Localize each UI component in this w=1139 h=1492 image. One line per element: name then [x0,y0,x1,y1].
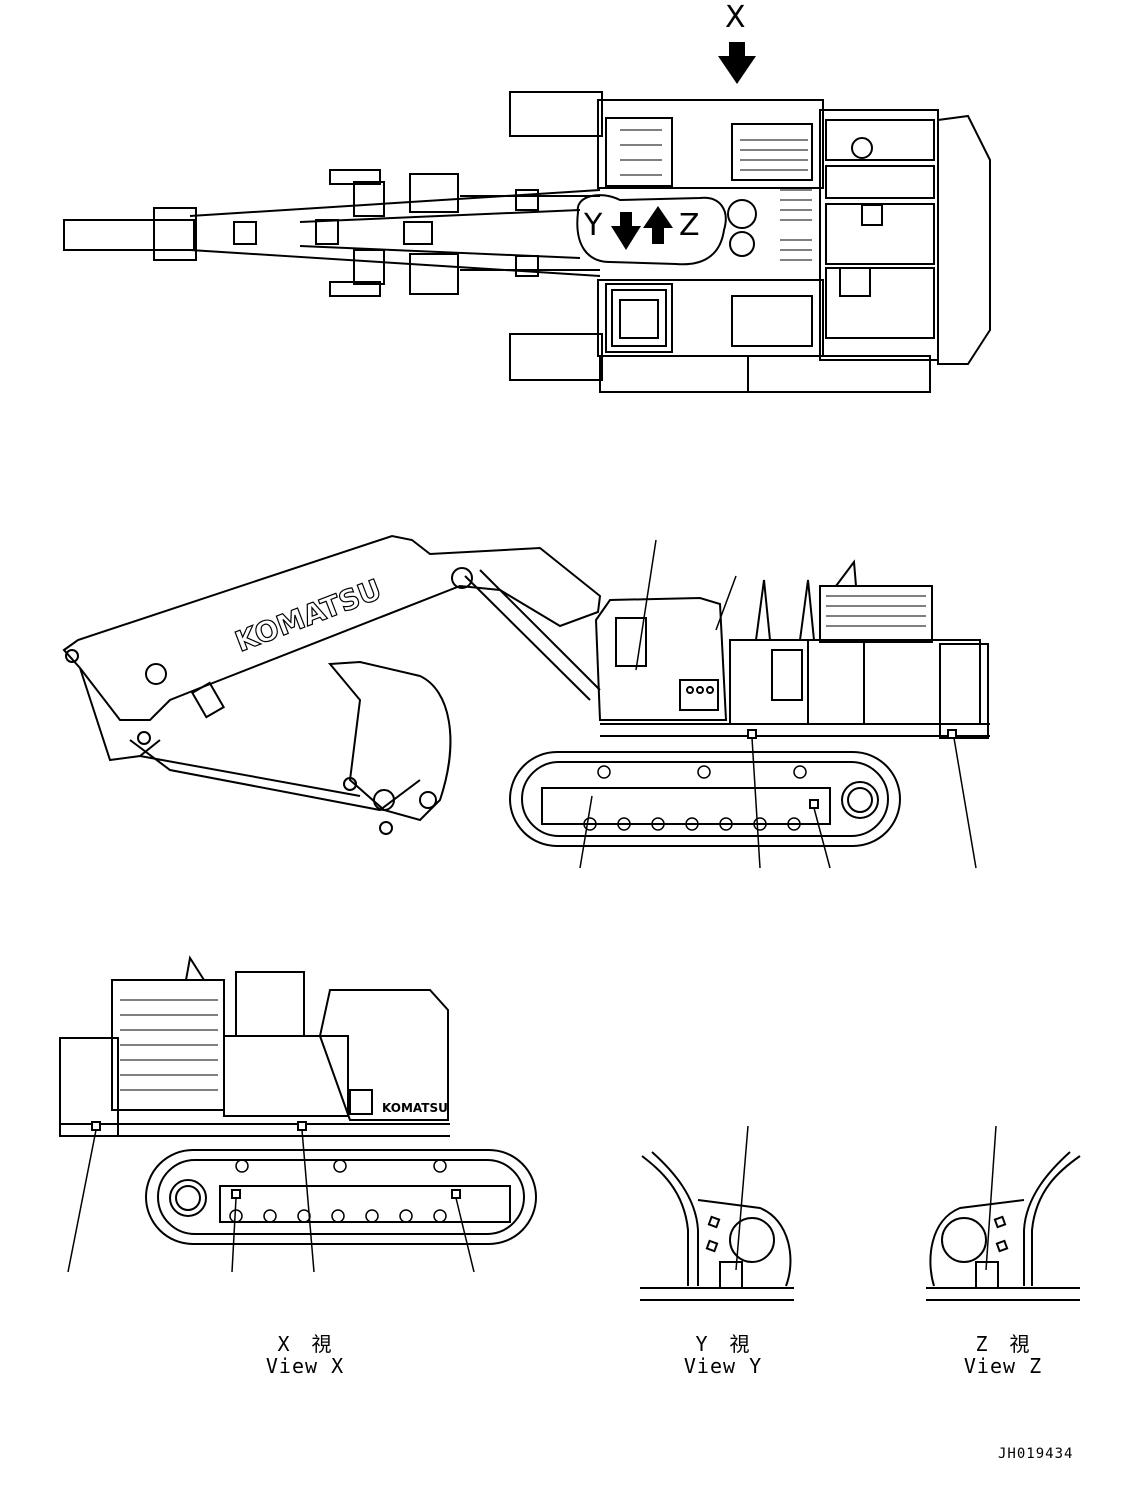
top-view-drawing [63,42,991,393]
view-z-arrow-label: Z [679,208,700,243]
view-z-caption-en: View Z [963,1354,1043,1378]
view-y-arrow [611,212,641,250]
view-x-caption-jp: X 視 [277,1332,333,1356]
view-x-arrow-label: X [725,0,746,35]
view-z-caption-jp: Z 視 [975,1332,1031,1356]
view-y-arrow-label: Y [584,208,603,243]
view-x-caption-en: View X [265,1354,345,1378]
view-y-caption-jp: Y 視 [695,1332,751,1356]
view-y-drawing [640,1125,794,1301]
view-x-drawing: KOMATSU [59,955,537,1273]
view-y-caption-en: View Y [683,1354,763,1378]
view-z-drawing [926,1125,1081,1301]
rear-brand-text: KOMATSU [382,1101,448,1115]
view-x-arrow [718,42,756,84]
side-view-drawing: KOMATSU [62,534,990,869]
document-id: JH019434 [998,1446,1074,1462]
view-z-arrow [643,206,673,244]
